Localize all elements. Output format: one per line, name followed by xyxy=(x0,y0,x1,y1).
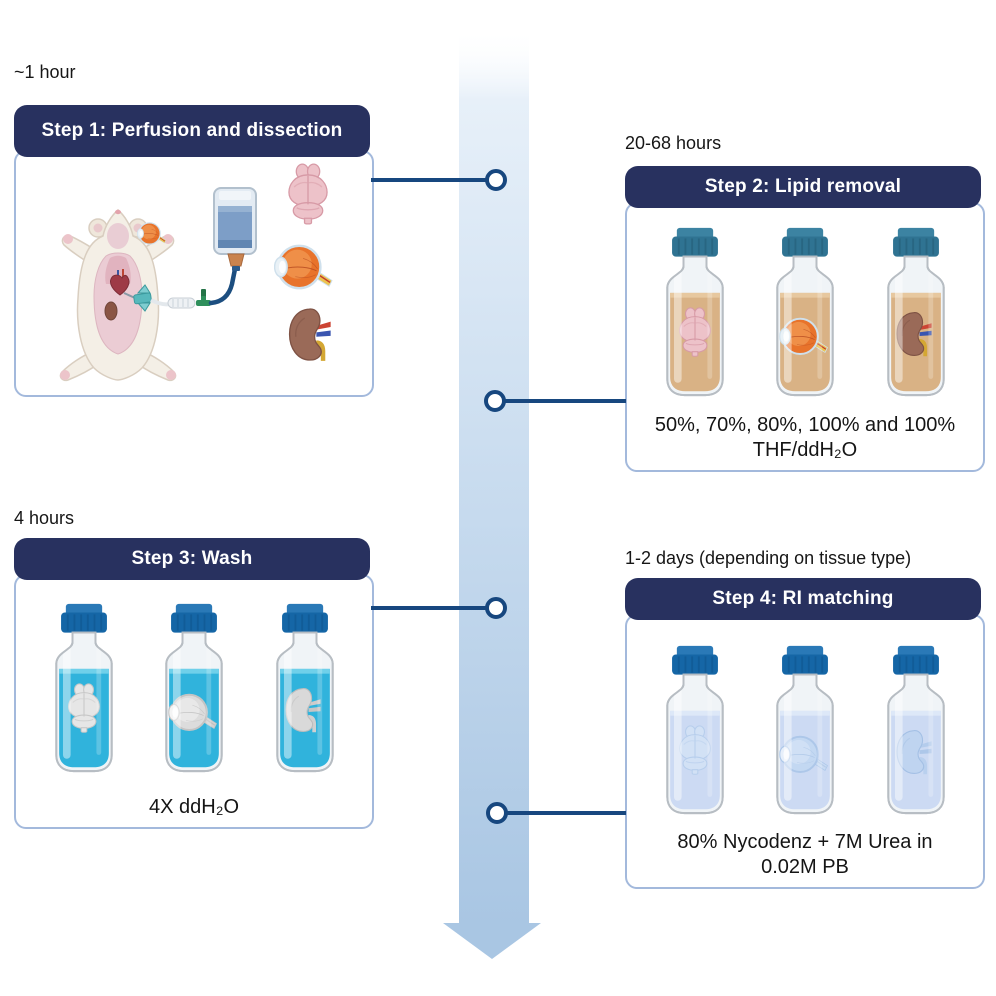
step3-title: Step 3: Wash xyxy=(131,548,253,569)
bottle-brain xyxy=(652,226,738,398)
arrow-shaft xyxy=(459,28,529,924)
iv-bottle-icon xyxy=(213,187,257,271)
step2-panel: 50%, 70%, 80%, 100% and 100% THF/ddH₂O xyxy=(625,202,985,472)
step2-title: Step 2: Lipid removal xyxy=(704,176,902,197)
bottle-kidney xyxy=(873,644,959,816)
step3-caption: 4X ddH₂O xyxy=(148,795,240,818)
step1-header: Step 1: Perfusion and dissection xyxy=(14,105,370,157)
step4-header: Step 4: RI matching xyxy=(625,578,981,620)
butterfly-needle-icon xyxy=(133,284,152,312)
step4-bottles xyxy=(627,644,983,816)
bottle-kidney xyxy=(873,226,959,398)
eye-icon xyxy=(274,245,332,289)
bottle-brain xyxy=(652,644,738,816)
step4-panel: 80% Nycodenz + 7M Urea in 0.02M PB xyxy=(625,614,985,889)
mouse-icon xyxy=(59,209,177,382)
eye-icon xyxy=(137,222,166,245)
step2-bottles xyxy=(627,226,983,398)
perfusion-line xyxy=(123,266,238,312)
brain-icon xyxy=(288,164,328,224)
step2-header: Step 2: Lipid removal xyxy=(625,166,981,208)
step3-header: Step 3: Wash xyxy=(14,538,370,580)
stopcock-icon xyxy=(196,289,211,306)
step1-panel xyxy=(14,150,374,397)
bottle-brain xyxy=(41,602,127,774)
bottle-kidney xyxy=(262,602,348,774)
step1-time-label: ~1 hour xyxy=(14,62,76,82)
step2-time-label: 20-68 hours xyxy=(625,133,722,153)
step4-title: Step 4: RI matching xyxy=(712,588,894,609)
step3-bottles xyxy=(16,602,372,774)
kidney-icon xyxy=(289,309,331,361)
step4-caption: 80% Nycodenz + 7M Urea in 0.02M PB xyxy=(677,831,933,878)
perfusion-illustration xyxy=(59,164,332,382)
abdominal-kidney-icon xyxy=(104,301,118,321)
step4-time-label: 1-2 days (depending on tissue type) xyxy=(625,548,912,568)
bottle-eye xyxy=(151,602,237,774)
step3-time-label: 4 hours xyxy=(14,508,75,528)
bottle-eye xyxy=(762,644,848,816)
step1-title: Step 1: Perfusion and dissection xyxy=(41,120,343,141)
arrow-head xyxy=(443,923,541,959)
step2-caption: 50%, 70%, 80%, 100% and 100% THF/ddH₂O xyxy=(654,414,956,461)
heart-icon xyxy=(110,274,130,296)
step3-panel: 4X ddH₂O xyxy=(14,574,374,829)
bottle-eye xyxy=(762,226,848,398)
